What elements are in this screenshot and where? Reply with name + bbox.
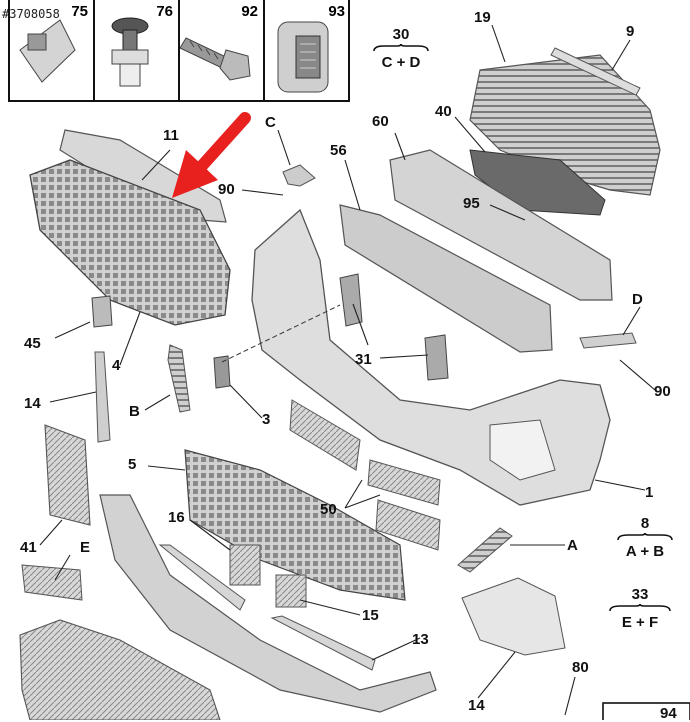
callout-c: C — [265, 114, 276, 131]
red-pointer-arrow — [172, 112, 251, 198]
image-reference: #3708058 — [2, 7, 60, 21]
inset-cell-92: 92 — [180, 0, 265, 100]
group-composition: E + F — [621, 614, 659, 631]
part-5-lower-grille — [184, 449, 406, 601]
callout-15: 15 — [362, 607, 379, 624]
group-8: 8 A + B — [616, 516, 674, 559]
part-15-plate — [275, 574, 307, 608]
callout-b: B — [129, 403, 140, 420]
part-4-grille — [29, 159, 231, 326]
part-3-cap — [213, 355, 231, 389]
group-composition: C + D — [381, 54, 421, 71]
part-under-shield — [19, 619, 221, 720]
part-lower-valance — [99, 494, 437, 713]
callout-14-lower: 14 — [468, 697, 485, 714]
part-50-panel-a — [289, 399, 361, 471]
inset-cell-75: 75 — [10, 0, 95, 100]
part-e-clip — [21, 564, 83, 601]
part-94-box — [602, 702, 690, 720]
group-30: 30 C + D — [372, 27, 430, 70]
inset-cell-76: 76 — [95, 0, 180, 100]
part-11-upper-trim — [59, 129, 227, 223]
part-56-absorber — [339, 204, 553, 353]
inset-cell-93: 93 — [265, 0, 350, 100]
part-16-insert — [229, 544, 261, 586]
inset-part-number: 92 — [241, 3, 258, 20]
inset-part-93-icon — [277, 21, 329, 93]
part-13-strip — [270, 615, 376, 671]
callout-11: 11 — [163, 127, 179, 144]
callout-3: 3 — [262, 411, 271, 428]
part-9-strip — [550, 47, 641, 96]
brace-icon — [617, 533, 673, 541]
part-14-lower-trim — [461, 577, 566, 656]
callout-13: 13 — [412, 631, 429, 648]
part-60-impact-beam — [389, 149, 613, 301]
part-45-clip — [91, 295, 113, 328]
inset-part-number: 93 — [328, 3, 345, 20]
callout-4: 4 — [112, 357, 121, 374]
group-composition: A + B — [625, 543, 665, 560]
leader-lines — [39, 24, 656, 716]
callout-41: 41 — [20, 539, 37, 556]
callout-5: 5 — [128, 456, 137, 473]
callout-a: A — [567, 537, 578, 554]
callout-60: 60 — [372, 113, 389, 130]
part-50-panel-c — [375, 499, 441, 551]
parts-inset-box: 75 76 92 93 — [8, 0, 350, 102]
callout-16: 16 — [168, 509, 185, 526]
part-31-bracket-b — [424, 334, 449, 381]
callout-40: 40 — [435, 103, 452, 120]
brace-icon — [609, 604, 671, 612]
part-14-side-strip — [94, 351, 111, 443]
inset-part-number: 76 — [156, 3, 173, 20]
callout-31: 31 — [355, 351, 372, 368]
part-d-trim — [579, 332, 637, 349]
callout-14-left: 14 — [24, 395, 41, 412]
bumper-fog-opening — [489, 419, 556, 481]
part-40-bracket — [469, 149, 606, 216]
part-b-insert — [167, 344, 191, 413]
inset-part-76-icon — [111, 17, 149, 87]
group-number: 8 — [640, 515, 650, 532]
callout-e: E — [80, 539, 91, 556]
brace-icon — [373, 44, 429, 52]
part-a-insert — [457, 527, 513, 573]
group-number: 33 — [631, 586, 649, 603]
callout-1: 1 — [645, 484, 654, 501]
part-41-deflector — [44, 424, 91, 526]
part-16-trim — [158, 544, 246, 611]
inset-part-number: 75 — [71, 3, 88, 20]
callout-d: D — [632, 291, 643, 308]
callout-50: 50 — [320, 501, 337, 518]
callout-95: 95 — [463, 195, 480, 212]
inset-part-75-icon — [19, 19, 76, 83]
callout-80: 80 — [572, 659, 589, 676]
group-33: 33 E + F — [608, 587, 672, 630]
group-number: 30 — [392, 26, 410, 43]
callout-9: 9 — [626, 23, 635, 40]
part-50-panel-b — [367, 459, 441, 506]
callout-19: 19 — [474, 9, 491, 26]
inset-part-92-icon — [179, 37, 251, 81]
callout-90-upper: 90 — [218, 181, 235, 198]
callout-94: 94 — [660, 705, 677, 722]
callout-90-right: 90 — [654, 383, 671, 400]
part-c-clip — [282, 164, 316, 187]
callout-56: 56 — [330, 142, 347, 159]
callout-45: 45 — [24, 335, 41, 352]
dashed-guide — [221, 304, 341, 363]
